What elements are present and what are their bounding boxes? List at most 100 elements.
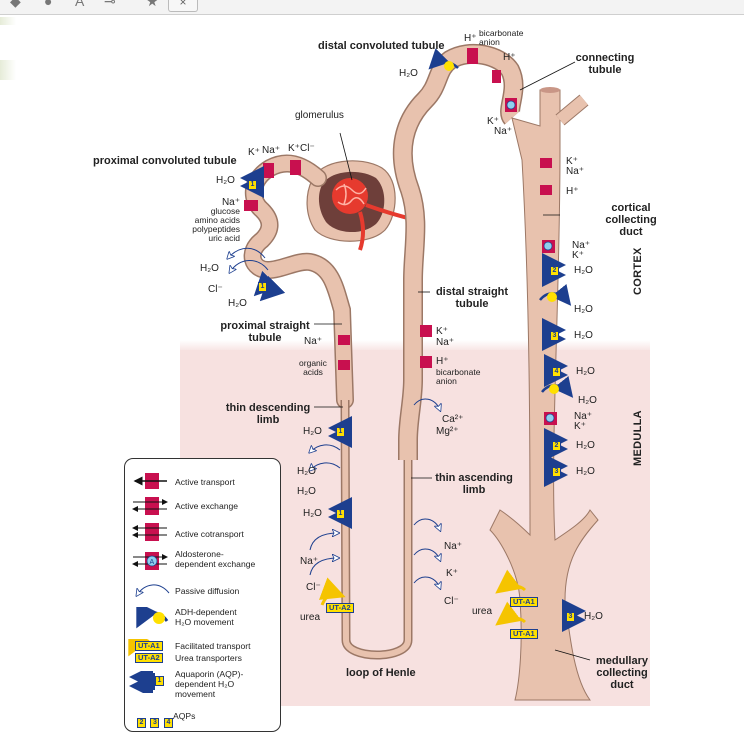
- label-dct: distal convoluted tubule: [318, 40, 445, 52]
- ion-label: Na⁺: [566, 166, 585, 177]
- glomerulus-capillaries: [332, 178, 368, 214]
- ion-label: Cl⁻: [444, 596, 459, 607]
- aqp3-badge: 3: [552, 467, 561, 477]
- label-cortex: CORTEX: [632, 247, 644, 295]
- ion-label: glucose: [210, 206, 240, 216]
- ion-label: Na⁺: [304, 336, 323, 347]
- ut-a2-badge: UT-A2: [326, 603, 354, 613]
- ion-label: H₂O: [399, 68, 418, 79]
- ion-label: uric acid: [208, 233, 240, 243]
- ion-label: organic acids: [299, 358, 327, 377]
- label-pst: proximal straight tubule: [220, 320, 310, 344]
- ion-label: H⁺: [503, 52, 516, 63]
- ion-label: Na⁺: [221, 197, 240, 208]
- ion-label: H₂O: [574, 330, 593, 341]
- ion-label: Na⁺: [572, 240, 591, 251]
- ion-label: urea: [472, 606, 493, 617]
- aqp3-badge: 3: [550, 331, 559, 341]
- svg-text:A: A: [150, 559, 155, 566]
- label-dst: distal straight tubule: [435, 286, 509, 310]
- fill-color-icon[interactable]: ◆: [10, 0, 21, 9]
- active-cotransport-icon: [132, 523, 167, 541]
- ion-label: H₂O: [297, 486, 316, 497]
- ion-label: H₂O: [574, 304, 593, 315]
- aquaporin-icon: [129, 671, 155, 693]
- ion-label: K⁺: [487, 116, 499, 127]
- label-pct: proximal convoluted tubule: [93, 155, 237, 167]
- line-icon[interactable]: ⊸: [104, 0, 116, 9]
- ion-label: Na⁺: [300, 556, 319, 567]
- adh-water-icon: [136, 607, 169, 629]
- toolbar: ◆ ● A ⊸ ★ ×: [0, 0, 744, 15]
- aqp1-badge: 1: [336, 427, 345, 437]
- ion-label: H⁺: [566, 186, 579, 197]
- aqp2-badge: 2: [552, 441, 561, 451]
- ion-label: H₂O: [584, 611, 603, 622]
- label-tal: thin ascending limb: [435, 472, 513, 496]
- side-tab[interactable]: [0, 60, 16, 80]
- ion-label: Na⁺: [262, 145, 281, 156]
- ion-label: bicarbonate anion: [436, 367, 481, 386]
- shape-icon[interactable]: ●: [44, 0, 53, 9]
- ut-a1-badge: UT-A1: [510, 629, 538, 639]
- ion-label: Na⁺: [436, 337, 455, 348]
- ion-label: K⁺: [248, 147, 260, 158]
- active-transport-icon: [133, 473, 167, 489]
- ion-label: bicarbonate anion: [479, 28, 524, 47]
- ion-label: H₂O: [576, 466, 595, 477]
- ion-label: Cl⁻: [306, 582, 321, 593]
- aldosterone-exchange-icon: A: [132, 552, 168, 570]
- ion-label: K⁺: [566, 156, 578, 167]
- ion-label: H₂O: [576, 440, 595, 451]
- ion-label: Na⁺: [444, 541, 463, 552]
- ion-label: Na⁺: [574, 411, 593, 422]
- label-tdl: thin descending limb: [225, 402, 311, 426]
- text-icon[interactable]: A: [75, 0, 85, 9]
- ion-label: H₂O: [200, 263, 219, 274]
- close-button[interactable]: ×: [168, 0, 198, 12]
- aqp2-badge: 2: [550, 266, 559, 276]
- aqp1-badge: 1: [336, 509, 345, 519]
- transporters: [244, 48, 557, 425]
- passive-diffusion-icon: [129, 584, 170, 601]
- aqp-badges-icon: 2 3 4: [137, 711, 173, 729]
- ion-label: H₂O: [576, 366, 595, 377]
- aqp1-badge: 1: [248, 180, 257, 190]
- label-medulla: MEDULLA: [632, 410, 644, 466]
- ion-label: H₂O: [297, 466, 316, 477]
- label-mcd: medullary collecting duct: [596, 655, 648, 691]
- ion-label: Cl⁻: [208, 284, 223, 295]
- ion-label: H₂O: [574, 265, 593, 276]
- passive-diffusion-arrows: [228, 247, 440, 588]
- distal-straight-tubule: [392, 43, 524, 460]
- ion-label: H₂O: [216, 175, 235, 186]
- label-loop-of-henle: loop of Henle: [346, 667, 416, 679]
- adh-dots: [444, 61, 559, 394]
- active-exchange-icon: [132, 497, 168, 515]
- glomerulus-capsule: [306, 160, 409, 251]
- ion-label: K⁺: [572, 250, 584, 261]
- aqp4-badge: 4: [552, 367, 561, 377]
- ut-a1-badge: UT-A1: [510, 597, 538, 607]
- ion-label: Ca²⁺: [442, 414, 464, 425]
- ion-label: urea: [300, 612, 321, 623]
- collecting-duct: [489, 87, 599, 701]
- ion-label: H₂O: [228, 298, 247, 309]
- aqp3-badge: 3: [566, 612, 575, 622]
- ion-label: K⁺: [574, 421, 586, 432]
- legend: Active transport Active exchange Active …: [124, 458, 281, 732]
- ion-label: Cl⁻: [300, 143, 315, 154]
- ion-label: Na⁺: [494, 126, 513, 137]
- ion-label: polypeptides: [192, 224, 240, 234]
- ion-label: H₂O: [303, 426, 322, 437]
- ion-label: K⁺: [446, 568, 458, 579]
- aqp1-badge: 1: [258, 282, 267, 292]
- urea-arrows: [318, 569, 527, 626]
- leader-lines: [314, 61, 591, 661]
- ion-label: H⁺: [464, 33, 477, 44]
- label-glomerulus: glomerulus: [295, 110, 344, 121]
- bookmark-icon[interactable]: ★: [146, 0, 159, 9]
- side-tab[interactable]: [0, 17, 16, 25]
- aldosterone-badges: [506, 100, 555, 423]
